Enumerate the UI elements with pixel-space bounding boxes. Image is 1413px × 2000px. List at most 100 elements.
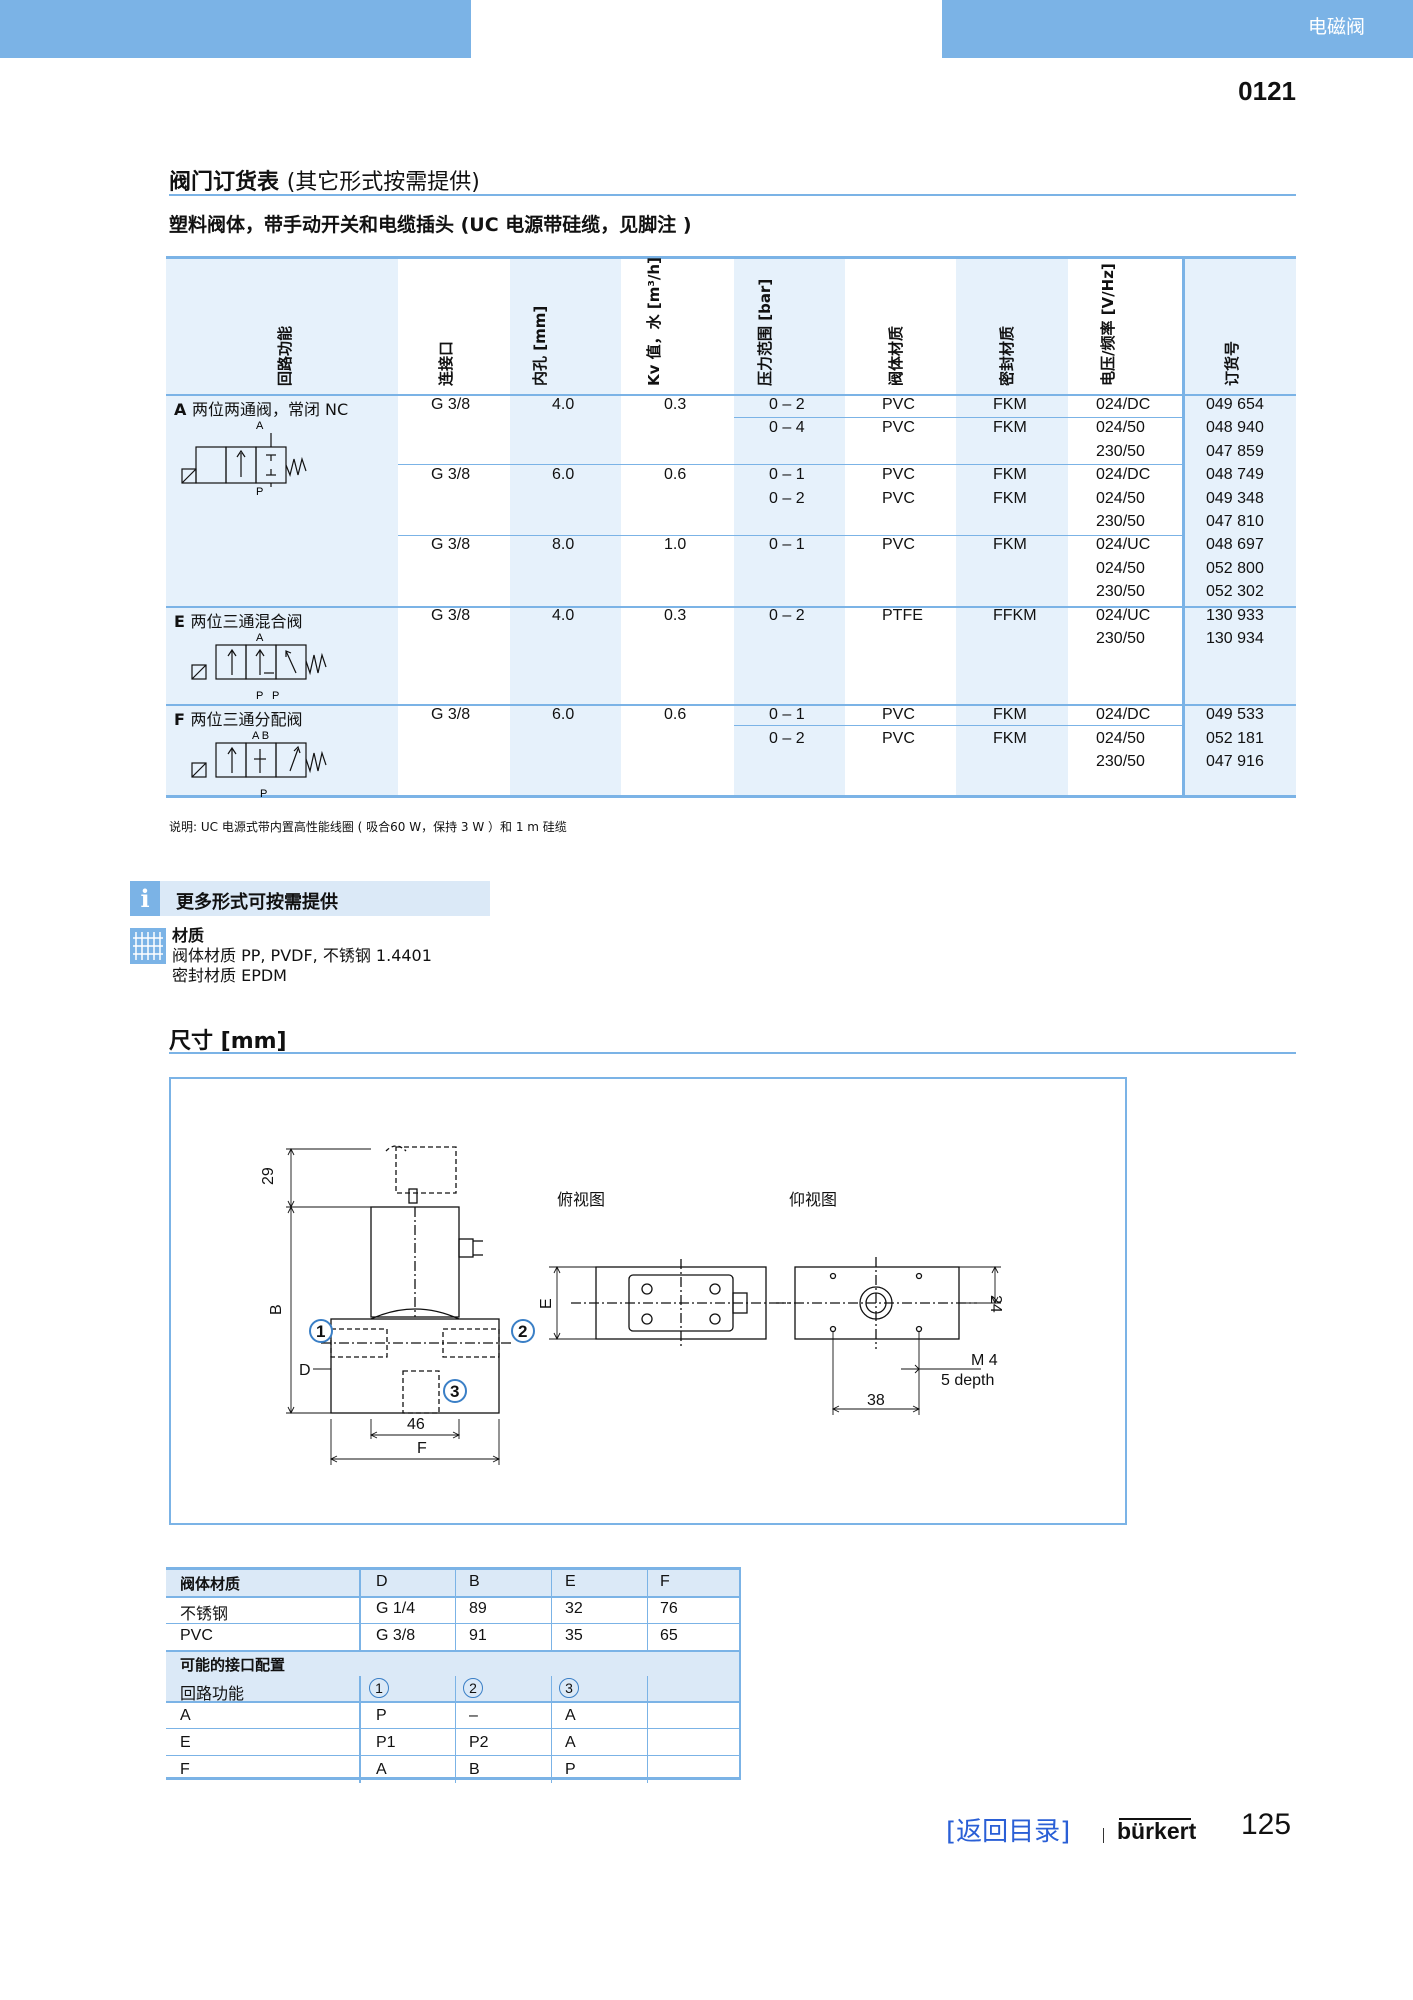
back-to-contents-link[interactable]: [返回目录] — [946, 1817, 1071, 1847]
category-label: 电磁阀 — [1307, 16, 1365, 38]
dim-row2-e: 35 — [565, 1627, 583, 1644]
info-banner: i 更多形式可按需提供 — [130, 881, 490, 916]
cell-body: PVC — [882, 536, 915, 553]
col-header-pressure: 压力范围 [bar] — [756, 278, 774, 386]
dim-b-label: B — [268, 1304, 285, 1315]
top-bar-left — [0, 0, 471, 58]
dim-row-rule — [166, 1623, 741, 1624]
cell-order: 049 348 — [1206, 490, 1264, 507]
dim-row2-d: G 3/8 — [376, 1627, 416, 1644]
dim-col-sep-1b — [359, 1676, 361, 1783]
dim-col-sep-2 — [455, 1676, 456, 1783]
dim-row1-material: 不锈钢 — [180, 1604, 229, 1623]
material-info: 材质 阀体材质 PP, PVDF, 不锈钢 1.4401 密封材质 EPDM — [172, 926, 432, 986]
port-config-shade — [166, 1650, 741, 1702]
port-header-function: 回路功能 — [180, 1684, 245, 1703]
cell-seal: FKM — [993, 706, 1027, 723]
valve-symbol-f-icon: A B P — [191, 730, 327, 799]
top-view-label: 俯视图 — [557, 1191, 605, 1209]
dim-col-sep-3 — [551, 1676, 552, 1783]
subgroup-rule-2 — [398, 464, 1185, 465]
col-header-seal: 密封材质 — [998, 325, 1016, 386]
cell-pressure: 0 – 1 — [769, 706, 805, 723]
title-rule — [169, 194, 1296, 196]
cell-seal: FKM — [993, 730, 1027, 747]
function-f-label: F 两位三通分配阀 — [174, 710, 303, 729]
dim-right-rule — [739, 1570, 741, 1777]
port-header-rule — [166, 1701, 741, 1703]
cell-voltage: 230/50 — [1096, 630, 1145, 647]
dim-38-label: 38 — [867, 1392, 885, 1409]
col-header-kv: Kv 值，水 [m³/h] — [645, 257, 663, 386]
cell-order: 047 810 — [1206, 513, 1264, 530]
cell-bore: 6.0 — [552, 466, 575, 483]
cell-pressure: 0 – 1 — [769, 466, 805, 483]
port-row-a-3: A — [565, 1707, 576, 1724]
dim-depth-label: 5 depth — [941, 1372, 994, 1389]
port-row-f-function: F — [180, 1761, 190, 1778]
cell-order: 048 749 — [1206, 466, 1264, 483]
cell-body: PVC — [882, 490, 915, 507]
order-table: 回路功能 连接口 内孔 [mm] Kv 值，水 [m³/h] 压力范围 [bar… — [166, 256, 1296, 799]
dim-46-label: 46 — [407, 1416, 425, 1433]
cell-seal: FFKM — [993, 607, 1037, 624]
port-config-rule — [166, 1650, 741, 1652]
cell-seal: FKM — [993, 396, 1027, 413]
port-row-rule-1 — [166, 1728, 741, 1729]
cell-kv: 1.0 — [664, 536, 687, 553]
dim-header-d: D — [376, 1573, 388, 1590]
cell-order: 052 800 — [1206, 560, 1264, 577]
port-2-marker — [511, 1319, 535, 1343]
dim-col-sep-1 — [359, 1570, 361, 1650]
dim-header-shade — [166, 1570, 741, 1596]
dim-m4-label: M 4 — [971, 1352, 998, 1369]
port-row-rule-2 — [166, 1755, 741, 1756]
cell-body: PVC — [882, 419, 915, 436]
cell-pressure: 0 – 2 — [769, 607, 805, 624]
cell-voltage: 024/50 — [1096, 730, 1145, 747]
svg-text:P: P — [256, 690, 263, 701]
cell-pressure: 0 – 2 — [769, 730, 805, 747]
svg-text:P: P — [256, 486, 263, 498]
cell-voltage: 024/DC — [1096, 396, 1151, 413]
function-e-label: E 两位三通混合阀 — [174, 612, 303, 631]
cell-order: 047 916 — [1206, 753, 1264, 770]
port-row-f-2: B — [469, 1761, 480, 1778]
cell-pressure: 0 – 2 — [769, 396, 805, 413]
cell-voltage: 024/DC — [1096, 706, 1151, 723]
cell-order: 047 859 — [1206, 443, 1264, 460]
order-subtitle: 塑料阀体，带手动开关和电缆插头 (UC 电源带硅缆，见脚注 ) — [169, 214, 692, 236]
cell-order: 048 697 — [1206, 536, 1264, 553]
svg-text:A B: A B — [252, 730, 269, 742]
port-row-e-3: A — [565, 1734, 576, 1751]
dim-f-label: F — [417, 1440, 427, 1457]
dim-col-sep-6 — [551, 1570, 552, 1650]
port-row-e-2: P2 — [469, 1734, 489, 1751]
port-config-title: 可能的接口配置 — [180, 1656, 286, 1674]
dim-row1-f: 76 — [660, 1600, 678, 1617]
port-row-a-2: – — [469, 1707, 478, 1724]
cell-pressure: 0 – 1 — [769, 536, 805, 553]
dim-header-f: F — [660, 1573, 670, 1590]
col-header-bore: 内孔 [mm] — [531, 305, 549, 386]
dim-col-sep-7 — [647, 1570, 648, 1650]
cell-seal: FKM — [993, 536, 1027, 553]
dim-col-sep-4 — [647, 1676, 648, 1783]
cell-port: G 3/8 — [431, 706, 471, 723]
bottom-view-label: 仰视图 — [789, 1191, 837, 1209]
cell-order: 130 934 — [1206, 630, 1264, 647]
valve-symbol-a-icon: A P — [181, 420, 307, 498]
group-rule-e — [166, 606, 1296, 608]
cell-voltage: 024/DC — [1096, 466, 1151, 483]
function-a-label: A 两位两通阀，常闭 NC — [174, 400, 349, 419]
cell-port: G 3/8 — [431, 466, 471, 483]
svg-text:A: A — [256, 420, 264, 432]
order-title-light: (其它形式按需提供) — [286, 170, 480, 195]
cell-kv: 0.3 — [664, 396, 687, 413]
cell-order: 130 933 — [1206, 607, 1264, 624]
cell-body: PVC — [882, 466, 915, 483]
cell-bore: 6.0 — [552, 706, 575, 723]
port-row-e-function: E — [180, 1734, 191, 1751]
cell-order: 052 181 — [1206, 730, 1264, 747]
dim-d-label: D — [299, 1362, 311, 1379]
